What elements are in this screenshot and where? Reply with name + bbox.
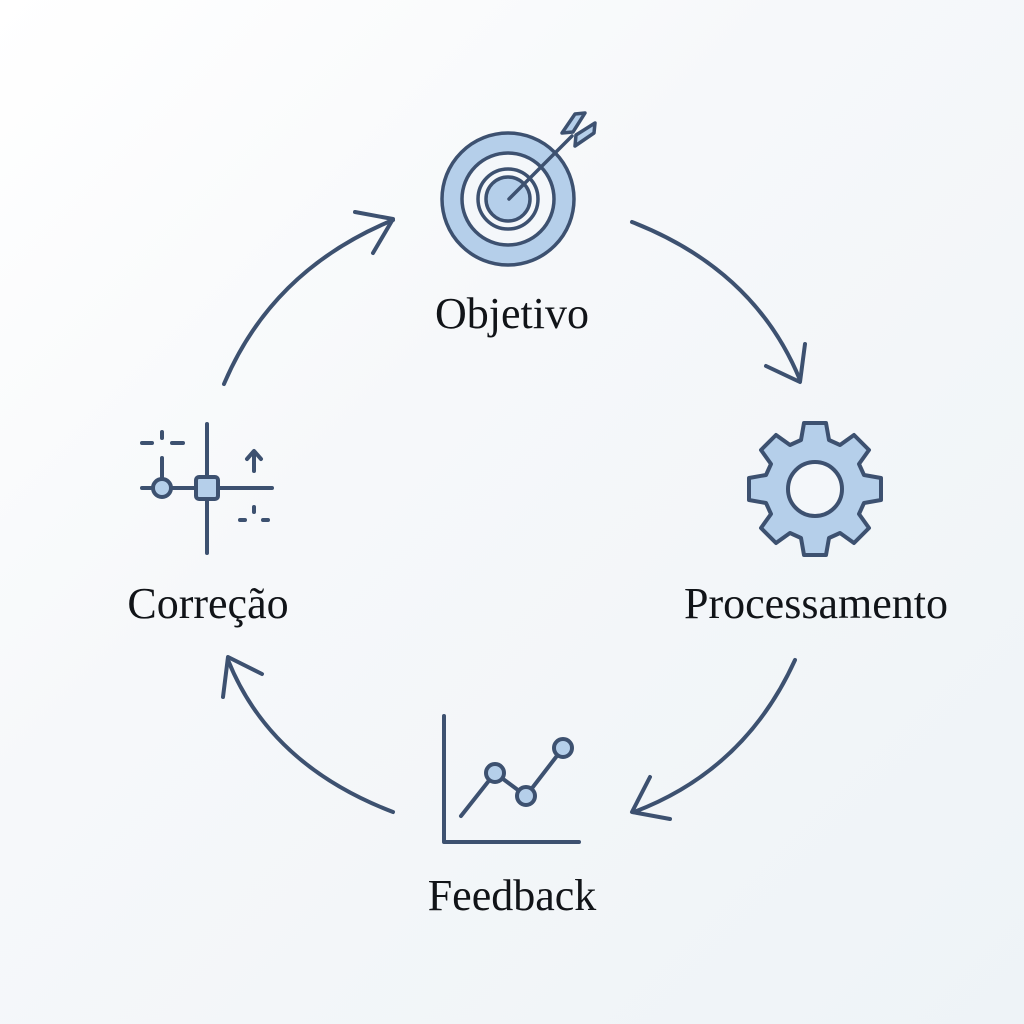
arrow-processamento-to-feedback: [630, 658, 797, 821]
gear-icon: [747, 421, 883, 557]
arrow-correcao-to-objetivo: [222, 210, 395, 386]
line-chart-icon: [442, 714, 581, 844]
node-label-feedback: Feedback: [427, 871, 597, 920]
node-label-objetivo: Objetivo: [435, 289, 589, 338]
arrow-feedback-to-correcao: [221, 655, 395, 814]
arrow-objetivo-to-processamento: [630, 220, 807, 384]
node-label-processamento: Processamento: [684, 579, 948, 628]
node-label-correcao: Correção: [127, 579, 289, 628]
adjustment-crosshair-icon: [140, 422, 274, 555]
target-arrow-icon: [440, 111, 597, 267]
